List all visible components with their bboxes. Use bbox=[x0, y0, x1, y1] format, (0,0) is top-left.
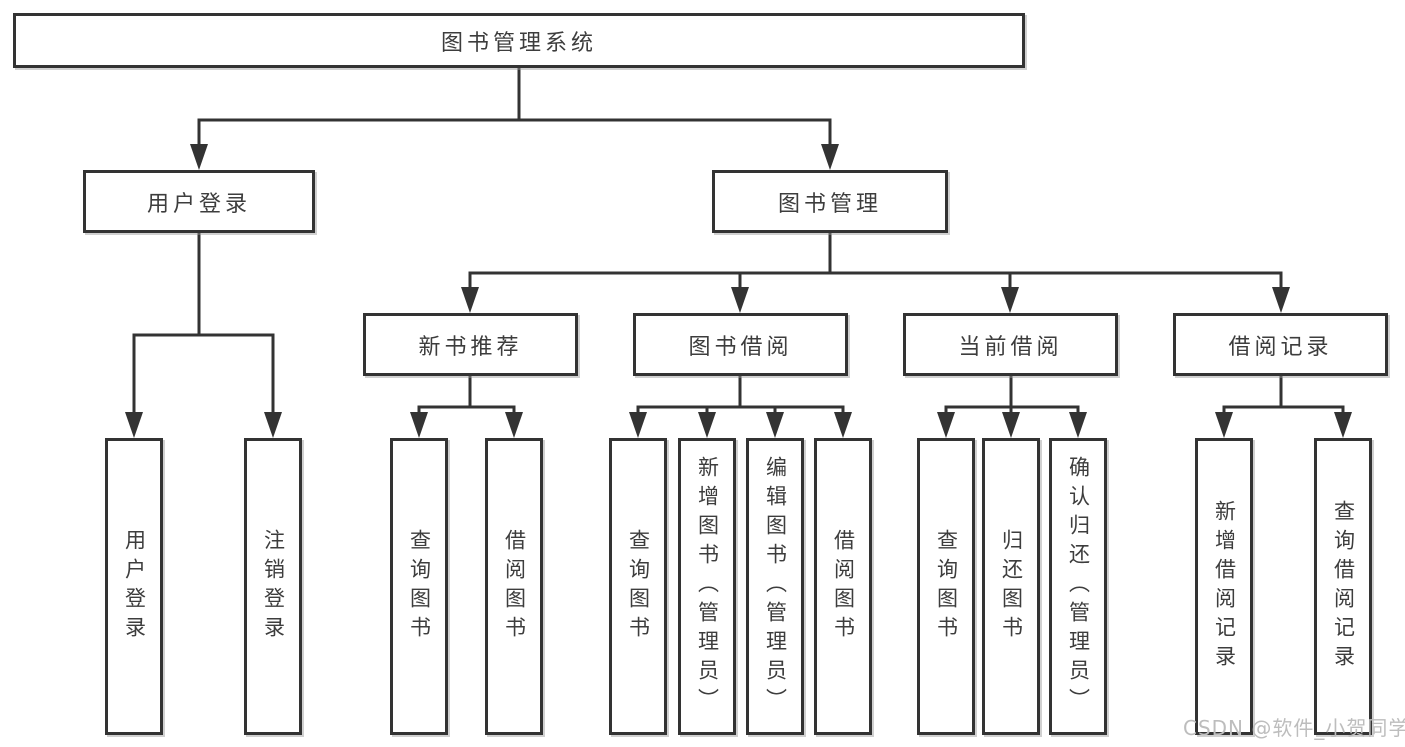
arrowhead-icon bbox=[461, 287, 479, 313]
node-label: 借阅图书 bbox=[502, 528, 527, 645]
node-label: 确认归还（管理员） bbox=[1066, 456, 1091, 717]
arrowhead-icon bbox=[125, 412, 143, 438]
node-label: 当前借阅 bbox=[958, 334, 1063, 360]
leaf-br-add-record: 新增借阅记录 bbox=[1195, 438, 1253, 735]
leaf-br-query-record: 查询借阅记录 bbox=[1314, 438, 1372, 735]
node-label: 新书推荐 bbox=[418, 334, 523, 360]
node-label: 用户登录 bbox=[146, 191, 251, 217]
leaf-cb-return-books: 归还图书 bbox=[982, 438, 1040, 735]
connector-new-book-rec bbox=[417, 374, 516, 418]
csdn-watermark: CSDN @软件_小贺同学 bbox=[1183, 716, 1405, 740]
arrowhead-icon bbox=[731, 287, 749, 313]
connector-root bbox=[197, 66, 832, 149]
connector-book-borrow bbox=[636, 374, 845, 418]
leaf-bb-query-books: 查询图书 bbox=[609, 438, 667, 735]
arrowhead-icon bbox=[698, 412, 716, 438]
arrowhead-icon bbox=[190, 144, 208, 170]
node-label: 新增图书（管理员） bbox=[695, 456, 720, 717]
arrowhead-icon bbox=[937, 412, 955, 438]
leaf-cb-confirm-return-admin: 确认归还（管理员） bbox=[1049, 438, 1107, 735]
node-label: 借阅图书 bbox=[831, 528, 856, 645]
node-borrow-records: 借阅记录 bbox=[1173, 313, 1388, 376]
connector-borrow-records bbox=[1222, 374, 1345, 418]
node-label: 编辑图书（管理员） bbox=[763, 456, 788, 717]
node-label: 新增借阅记录 bbox=[1212, 499, 1237, 674]
leaf-logout: 注销登录 bbox=[244, 438, 302, 735]
arrowhead-icon bbox=[1002, 412, 1020, 438]
arrowhead-icon bbox=[1272, 287, 1290, 313]
arrowhead-icon bbox=[1069, 412, 1087, 438]
node-book-borrow: 图书借阅 bbox=[633, 313, 848, 376]
arrowhead-icon bbox=[1001, 287, 1019, 313]
node-library-management-system: 图书管理系统 bbox=[13, 13, 1025, 68]
node-label: 查询图书 bbox=[626, 528, 651, 645]
arrowhead-icon bbox=[1334, 412, 1352, 438]
node-label: 注销登录 bbox=[261, 528, 286, 645]
node-label: 图书管理 bbox=[777, 191, 882, 217]
leaf-rec-borrow-books: 借阅图书 bbox=[485, 438, 543, 735]
arrowheads bbox=[125, 144, 1352, 438]
arrowhead-icon bbox=[410, 412, 428, 438]
arrowhead-icon bbox=[1215, 412, 1233, 438]
node-label: 查询借阅记录 bbox=[1331, 499, 1356, 674]
node-new-book-recommend: 新书推荐 bbox=[363, 313, 578, 376]
node-label: 查询图书 bbox=[934, 528, 959, 645]
leaf-bb-borrow-books: 借阅图书 bbox=[814, 438, 872, 735]
node-book-management: 图书管理 bbox=[712, 170, 948, 233]
arrowhead-icon bbox=[821, 144, 839, 170]
connector-current-borrow bbox=[944, 374, 1080, 418]
arrowhead-icon bbox=[264, 412, 282, 438]
node-current-borrow: 当前借阅 bbox=[903, 313, 1118, 376]
connector-user-login bbox=[132, 231, 275, 416]
node-label: 用户登录 bbox=[122, 528, 147, 645]
leaf-rec-query-books: 查询图书 bbox=[390, 438, 448, 735]
node-label: 查询图书 bbox=[407, 528, 432, 645]
node-label: 图书借阅 bbox=[688, 334, 793, 360]
arrowhead-icon bbox=[766, 412, 784, 438]
arrowhead-icon bbox=[505, 412, 523, 438]
node-label: 借阅记录 bbox=[1228, 334, 1333, 360]
node-label: 图书管理系统 bbox=[440, 30, 597, 56]
arrowhead-icon bbox=[834, 412, 852, 438]
arrowhead-icon bbox=[629, 412, 647, 438]
node-user-login: 用户登录 bbox=[83, 170, 315, 233]
leaf-bb-edit-books-admin: 编辑图书（管理员） bbox=[746, 438, 804, 735]
leaf-user-login: 用户登录 bbox=[105, 438, 163, 735]
node-label: 归还图书 bbox=[999, 528, 1024, 645]
leaf-cb-query-books: 查询图书 bbox=[917, 438, 975, 735]
leaf-bb-add-books-admin: 新增图书（管理员） bbox=[678, 438, 736, 735]
connector-book-mgmt bbox=[468, 231, 1283, 292]
